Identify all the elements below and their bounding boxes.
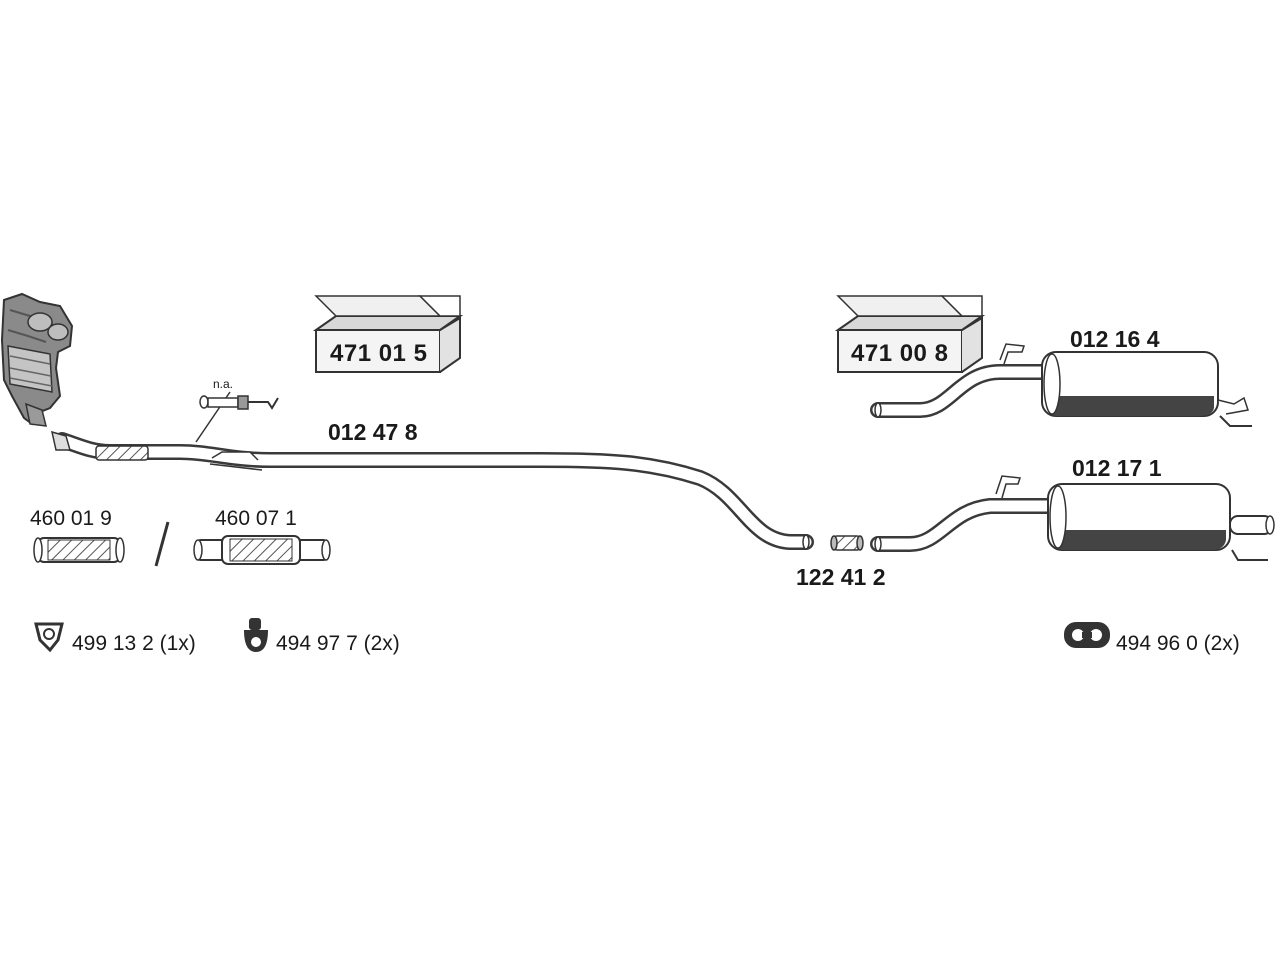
connector-label: 122 41 2 [796, 564, 886, 590]
middle-pipe-label: 012 47 8 [328, 419, 418, 445]
rear-silencer-upper-label: 012 16 4 [1070, 326, 1160, 352]
gasket-label: 499 13 2 (1x) [72, 632, 196, 655]
rubber-strap-icon [1064, 622, 1110, 648]
middle-pipe [50, 430, 814, 550]
catalytic-converter [0, 292, 74, 427]
sensor-note-label: n.a. [213, 377, 234, 391]
kit-box-rear [834, 295, 986, 373]
gasket-icon [34, 622, 64, 653]
connector-sleeve [830, 535, 864, 551]
rubber-mount-icon [244, 618, 268, 652]
rear-silencer-lower [870, 475, 1275, 561]
kit-box-front [312, 295, 464, 373]
separator-slash [154, 521, 170, 567]
flex-pipe-short-label: 460 01 9 [30, 507, 112, 530]
rear-silencer-upper [870, 343, 1252, 427]
kit-label-front: 471 01 5 [330, 340, 428, 367]
rear-silencer-lower-label: 012 17 1 [1072, 455, 1162, 481]
rubber-strap-label: 494 96 0 (2x) [1116, 632, 1240, 655]
flex-pipe-long-label: 460 07 1 [215, 507, 297, 530]
flex-pipe-short [33, 537, 125, 563]
flex-pipe-long [193, 535, 331, 565]
rubber-mount-label: 494 97 7 (2x) [276, 632, 400, 655]
lambda-sensor [195, 391, 279, 443]
kit-label-rear: 471 00 8 [851, 340, 949, 367]
